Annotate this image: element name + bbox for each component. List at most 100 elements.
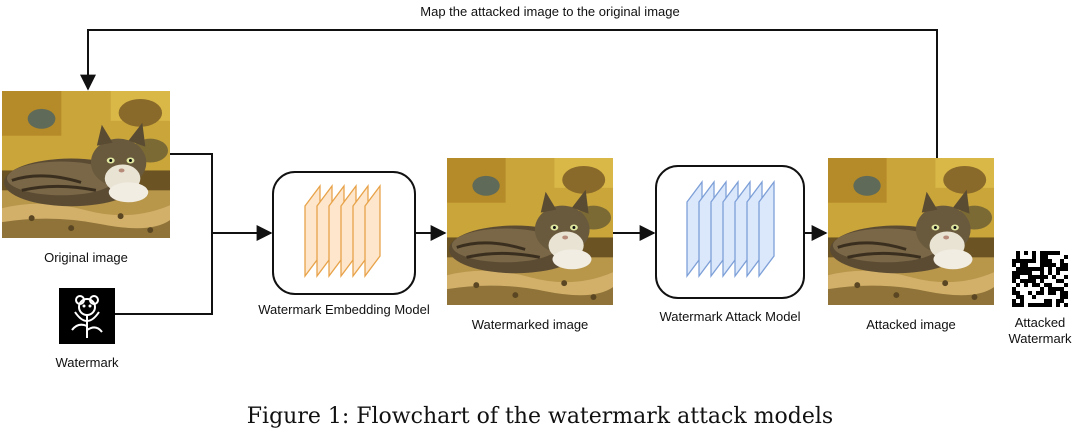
noise-pixel	[1024, 275, 1028, 279]
noise-pixel	[1012, 251, 1016, 255]
noise-pixel	[1064, 299, 1068, 303]
noise-pixel	[1056, 291, 1060, 295]
noise-pixel	[1024, 255, 1028, 259]
noise-pixel	[1052, 267, 1056, 271]
figure-caption: Figure 1: Flowchart of the watermark att…	[246, 404, 834, 429]
feedback-label: Map the attacked image to the original i…	[420, 4, 680, 19]
noise-pixel	[1044, 295, 1048, 299]
noise-pixel	[1036, 299, 1040, 303]
noise-pixel	[1020, 287, 1024, 291]
noise-pixel	[1044, 291, 1048, 295]
watermark-label: Watermark	[55, 355, 119, 370]
noise-pixel	[1052, 259, 1056, 263]
noise-pixel	[1052, 299, 1056, 303]
noise-pixel	[1028, 299, 1032, 303]
watermark-image	[59, 288, 115, 344]
noise-pixel	[1024, 287, 1028, 291]
noise-pixel	[1036, 251, 1040, 255]
noise-pixel	[1012, 267, 1016, 271]
noise-pixel	[1036, 287, 1040, 291]
noise-pixel	[1064, 251, 1068, 255]
feedback-arrow	[80, 29, 938, 158]
noise-pixel	[1032, 263, 1036, 267]
noise-pixel	[1044, 271, 1048, 275]
embedding-model-label: Watermark Embedding Model	[258, 302, 430, 317]
noise-pixel	[1052, 271, 1056, 275]
noise-pixel	[1040, 283, 1044, 287]
noise-pixel	[1036, 271, 1040, 275]
noise-pixel	[1064, 271, 1068, 275]
original-image-label: Original image	[44, 250, 128, 265]
attacked-watermark-label-line1: Attacked	[1014, 315, 1066, 330]
noise-pixel	[1052, 295, 1056, 299]
attacked-watermark-image	[1012, 251, 1068, 307]
noise-pixel	[1028, 295, 1032, 299]
noise-pixel	[1052, 283, 1056, 287]
noise-pixel	[1024, 299, 1028, 303]
watermarked-image-label: Watermarked image	[471, 317, 589, 332]
embedding-model-box	[272, 171, 416, 295]
noise-pixel	[1064, 279, 1068, 283]
noise-pixel	[1028, 283, 1032, 287]
connector-watermark-to-embedding	[115, 233, 213, 315]
noise-pixel	[1020, 255, 1024, 259]
noise-pixel	[1012, 283, 1016, 287]
noise-pixel	[1020, 291, 1024, 295]
noise-pixel	[1044, 279, 1048, 283]
noise-pixel	[1032, 299, 1036, 303]
noise-pixel	[1052, 255, 1056, 259]
noise-pixel	[1060, 255, 1064, 259]
noise-pixel	[1060, 275, 1064, 279]
noise-pixel	[1060, 283, 1064, 287]
noise-pixel	[1016, 287, 1020, 291]
noise-pixel	[1020, 283, 1024, 287]
noise-pixel	[1028, 287, 1032, 291]
noise-pixel	[1044, 287, 1048, 291]
embedding-layers-icon	[304, 184, 381, 278]
connector-original-to-embedding	[170, 153, 213, 233]
noise-pixel	[1056, 255, 1060, 259]
noise-pixel	[1036, 255, 1040, 259]
noise-pixel	[1032, 271, 1036, 275]
noise-pixel	[1048, 279, 1052, 283]
noise-pixel	[1056, 295, 1060, 299]
noise-pixel	[1060, 271, 1064, 275]
noise-pixel	[1036, 295, 1040, 299]
noise-pixel	[1024, 291, 1028, 295]
noise-pixel	[1044, 267, 1048, 271]
noise-pixel	[1036, 263, 1040, 267]
noise-pixel	[1020, 275, 1024, 279]
noise-pixel	[1012, 255, 1016, 259]
attacked-image-label: Attacked image	[866, 317, 956, 332]
noise-pixel	[1028, 251, 1032, 255]
noise-pixel	[1056, 275, 1060, 279]
attacked-watermark-label-line2: Watermark	[1008, 331, 1072, 346]
noise-pixel	[1060, 251, 1064, 255]
noise-pixel	[1016, 279, 1020, 283]
noise-pixel	[1052, 303, 1056, 307]
noise-pixel	[1032, 291, 1036, 295]
noise-pixel	[1012, 295, 1016, 299]
noise-pixel	[1056, 259, 1060, 263]
noise-pixel	[1036, 259, 1040, 263]
noise-pixel	[1048, 295, 1052, 299]
original-image	[2, 91, 170, 238]
noise-pixel	[1056, 263, 1060, 267]
noise-pixel	[1028, 255, 1032, 259]
noise-pixel	[1016, 263, 1020, 267]
attack-layers-icon	[686, 180, 775, 278]
noise-pixel	[1040, 295, 1044, 299]
watermarked-image	[447, 158, 613, 305]
noise-pixel	[1056, 283, 1060, 287]
noise-pixel	[1064, 287, 1068, 291]
noise-pixel	[1016, 299, 1020, 303]
noise-pixel	[1048, 275, 1052, 279]
noise-pixel	[1036, 279, 1040, 283]
noise-pixel	[1024, 295, 1028, 299]
noise-pixel	[1048, 255, 1052, 259]
noise-pixel	[1028, 263, 1032, 267]
attacked-image	[828, 158, 994, 305]
noise-pixel	[1024, 303, 1028, 307]
attack-model-box	[655, 165, 805, 299]
